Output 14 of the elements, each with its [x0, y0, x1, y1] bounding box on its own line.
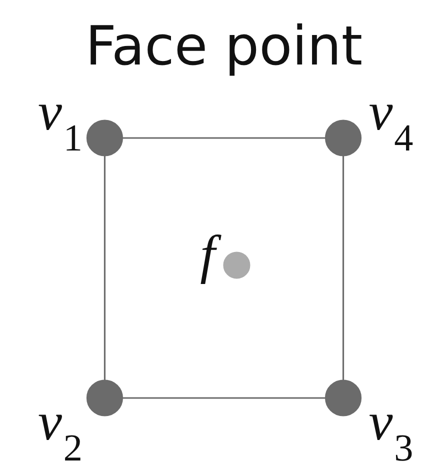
connector: [122, 137, 326, 139]
node-label: v$_{4}$: [368, 82, 414, 160]
node-label: v$_{3}$: [368, 392, 414, 470]
node-label: v$_{1}$: [38, 82, 82, 160]
diagram-title: Face point: [85, 14, 363, 78]
node-circle: [324, 120, 362, 156]
connector: [122, 397, 326, 399]
node-circle: [86, 380, 124, 416]
node-circle: [223, 252, 250, 279]
connector: [342, 156, 344, 380]
node-circle: [324, 380, 362, 416]
node-label: v$_{2}$: [38, 392, 82, 470]
node-circle: [86, 120, 124, 156]
connector: [104, 156, 106, 380]
